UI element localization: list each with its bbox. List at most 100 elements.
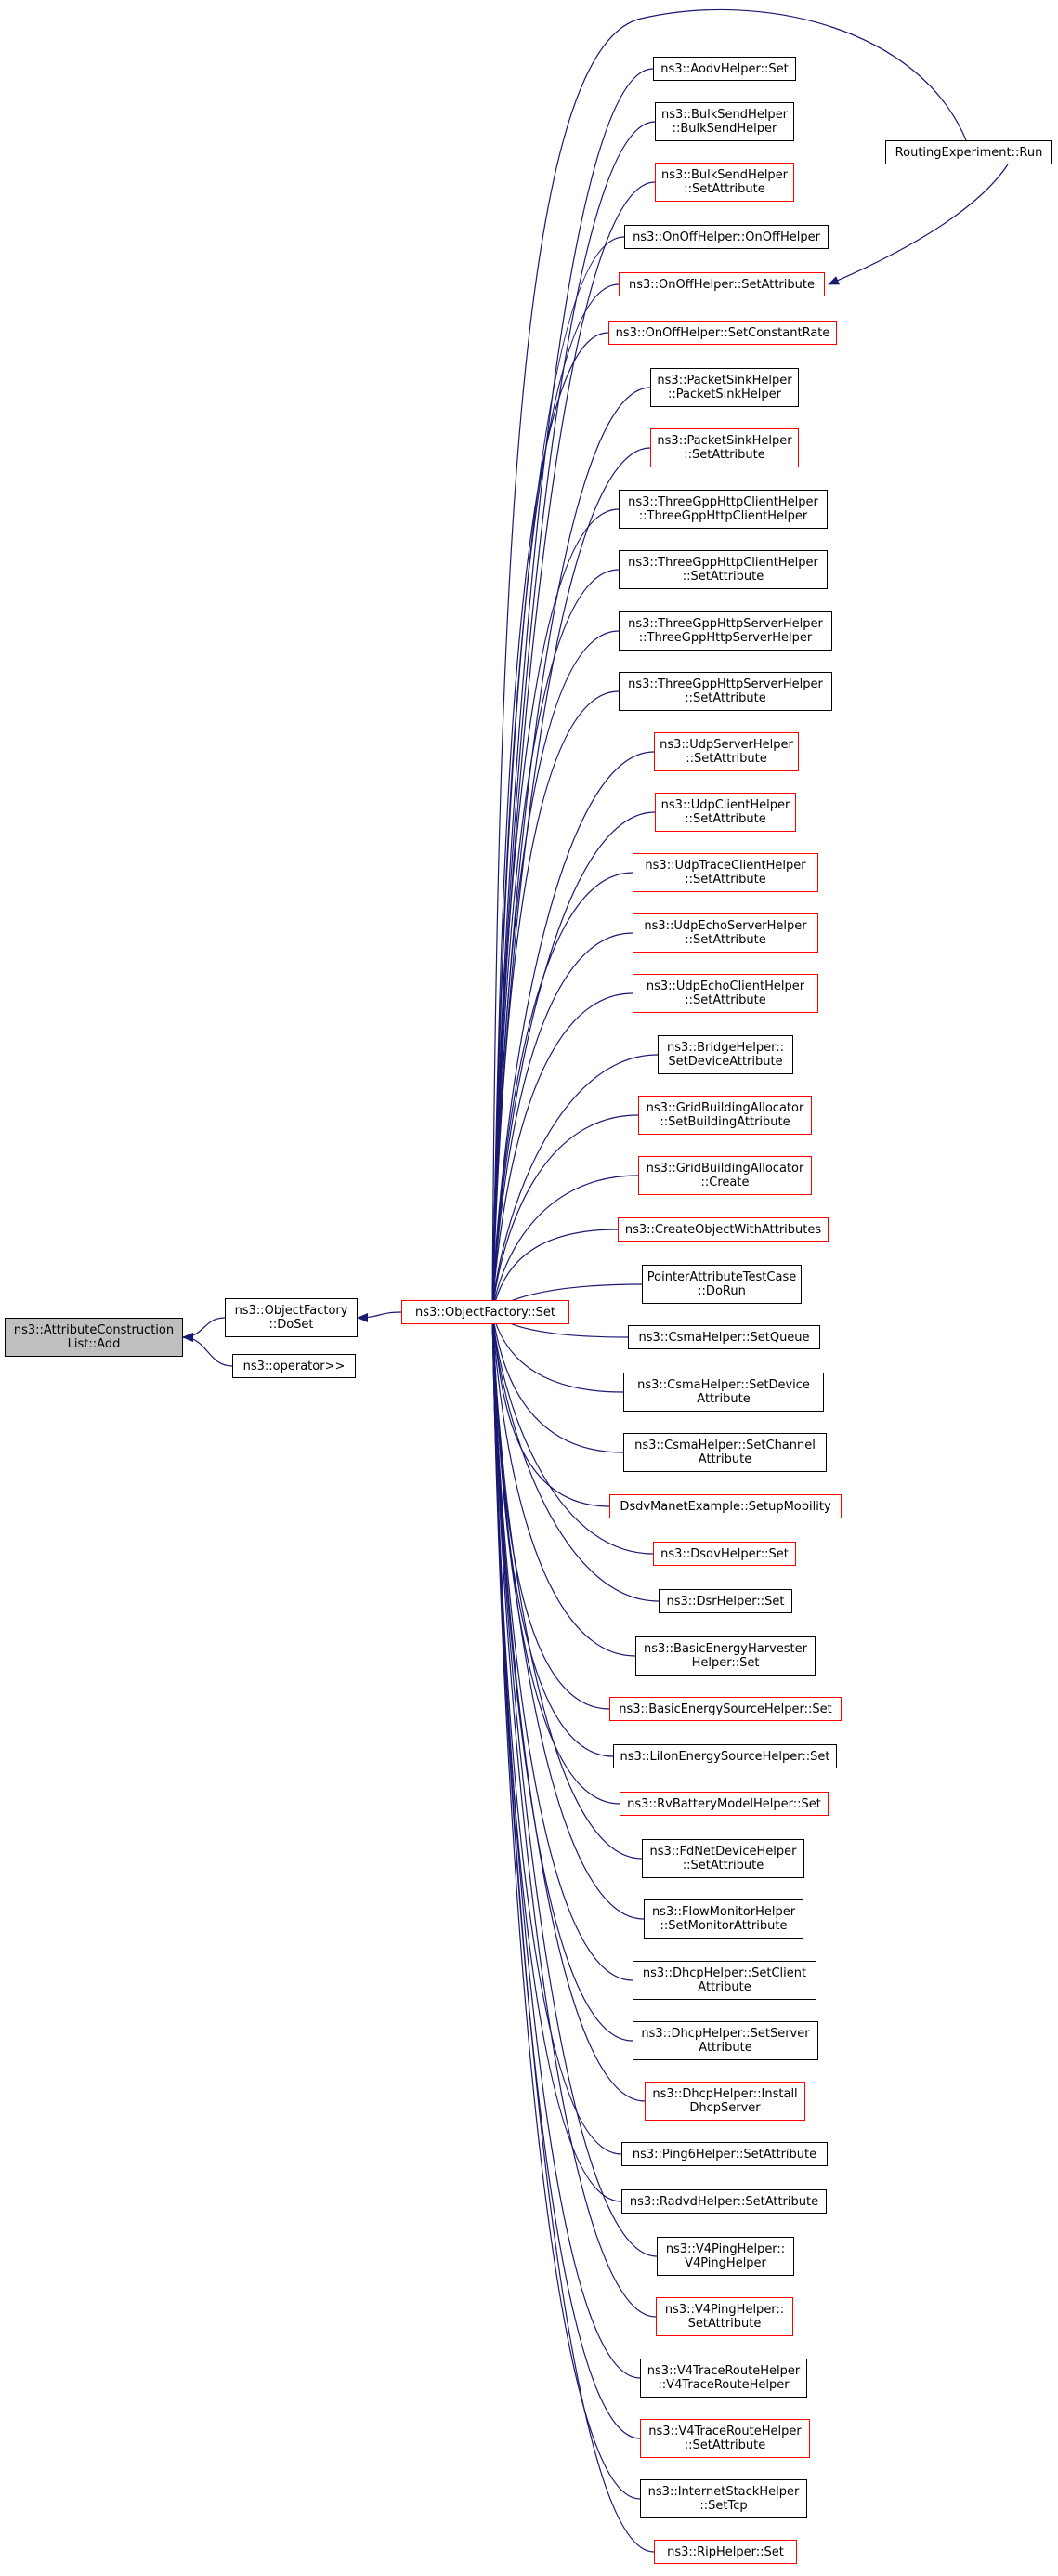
node-label: ::V4TraceRouteHelper [658, 2378, 790, 2392]
node-c44[interactable]: ns3::RipHelper::Set [654, 2540, 797, 2564]
node-label: ::SetMonitorAttribute [660, 1919, 788, 1933]
edge-c2-to-ofset [488, 181, 656, 1313]
node-c32[interactable]: ns3::FdNetDeviceHelper::SetAttribute [642, 1839, 804, 1878]
node-label: ns3::UdpClientHelper [660, 798, 790, 812]
node-label: ns3::OnOffHelper::OnOffHelper [633, 230, 820, 244]
node-c22[interactable]: ns3::CsmaHelper::SetQueue [628, 1325, 820, 1349]
edge-c11-to-ofset [488, 690, 620, 1313]
node-c1[interactable]: ns3::BulkSendHelper::BulkSendHelper [655, 102, 794, 141]
node-label: ns3::RipHelper::Set [667, 2544, 784, 2559]
edge-layer [182, 8, 1009, 2553]
node-label: ns3::UdpTraceClientHelper [645, 859, 806, 873]
edge-c28-to-ofset [488, 1311, 636, 1657]
edge-routing-to-c4 [828, 164, 1009, 285]
node-c11[interactable]: ns3::ThreeGppHttpServerHelper::SetAttrib… [619, 672, 832, 711]
node-c31[interactable]: ns3::RvBatteryModelHelper::Set [620, 1792, 829, 1816]
node-c12[interactable]: ns3::UdpServerHelper::SetAttribute [654, 732, 799, 771]
node-label: ns3::AodvHelper::Set [660, 61, 789, 76]
node-c29[interactable]: ns3::BasicEnergySourceHelper::Set [609, 1697, 842, 1721]
node-label: ::SetAttribute [682, 1859, 764, 1873]
node-label: ns3::UdpServerHelper [660, 738, 793, 752]
node-c9[interactable]: ns3::ThreeGppHttpClientHelper::SetAttrib… [619, 550, 828, 589]
node-c7[interactable]: ns3::PacketSinkHelper::SetAttribute [650, 428, 799, 467]
node-c4[interactable]: ns3::OnOffHelper::SetAttribute [619, 272, 825, 296]
node-c38[interactable]: ns3::RadvdHelper::SetAttribute [621, 2189, 827, 2214]
edge-c43-to-ofset [488, 1311, 641, 2500]
node-label: ns3::BasicEnergySourceHelper::Set [619, 1702, 832, 1716]
node-c17[interactable]: ns3::BridgeHelper::SetDeviceAttribute [658, 1035, 793, 1074]
node-label: ::ThreeGppHttpServerHelper [638, 631, 813, 645]
node-label: ns3::GridBuildingAllocator [646, 1101, 804, 1115]
node-c3[interactable]: ns3::OnOffHelper::OnOffHelper [624, 225, 829, 249]
node-label: ::Create [700, 1176, 750, 1189]
node-label: ns3::LiIonEnergySourceHelper::Set [620, 1749, 830, 1764]
node-label: ns3::OnOffHelper::SetAttribute [629, 277, 815, 292]
node-c18[interactable]: ns3::GridBuildingAllocator::SetBuildingA… [638, 1096, 812, 1135]
node-c13[interactable]: ns3::UdpClientHelper::SetAttribute [655, 793, 796, 832]
node-c25[interactable]: DsdvManetExample::SetupMobility [609, 1494, 842, 1518]
node-c2[interactable]: ns3::BulkSendHelper::SetAttribute [655, 163, 794, 202]
node-c20[interactable]: ns3::CreateObjectWithAttributes [618, 1217, 829, 1242]
node-label: ::SetAttribute [685, 933, 766, 947]
node-label: ns3::PacketSinkHelper [657, 374, 792, 388]
node-c14[interactable]: ns3::UdpTraceClientHelper::SetAttribute [633, 853, 818, 892]
edge-c15-to-ofset [488, 932, 633, 1313]
node-c6[interactable]: ns3::PacketSinkHelper::PacketSinkHelper [650, 368, 799, 407]
node-c27[interactable]: ns3::DsrHelper::Set [659, 1589, 792, 1613]
node-c10[interactable]: ns3::ThreeGppHttpServerHelper::ThreeGppH… [619, 611, 832, 651]
node-label: DhcpServer [689, 2101, 761, 2115]
node-label: Attribute [698, 1980, 751, 1994]
node-label: ns3::ObjectFactory::Set [414, 1305, 556, 1320]
node-label: ns3::BulkSendHelper [660, 168, 789, 182]
node-c19[interactable]: ns3::GridBuildingAllocator::Create [638, 1156, 812, 1195]
node-label: ns3::operator>> [242, 1359, 346, 1373]
node-label: ns3::ThreeGppHttpClientHelper [628, 556, 818, 570]
node-c8[interactable]: ns3::ThreeGppHttpClientHelper::ThreeGppH… [619, 490, 828, 529]
node-c15[interactable]: ns3::UdpEchoServerHelper::SetAttribute [633, 913, 818, 953]
node-label: SetDeviceAttribute [668, 1055, 783, 1069]
node-routing[interactable]: RoutingExperiment::Run [885, 140, 1052, 164]
node-label: ns3::CsmaHelper::SetDevice [637, 1378, 810, 1392]
node-c30[interactable]: ns3::LiIonEnergySourceHelper::Set [613, 1744, 837, 1768]
node-label: ::SetTcp [699, 2499, 748, 2513]
node-c16[interactable]: ns3::UdpEchoClientHelper::SetAttribute [633, 974, 818, 1013]
node-c21[interactable]: PointerAttributeTestCase::DoRun [642, 1265, 802, 1304]
node-label: PointerAttributeTestCase [647, 1270, 797, 1284]
node-c42[interactable]: ns3::V4TraceRouteHelper::SetAttribute [640, 2419, 810, 2458]
node-label: List::Add [67, 1337, 121, 1351]
node-label: ns3::UdpEchoClientHelper [646, 979, 805, 993]
edge-c33-to-ofset [488, 1311, 645, 1920]
node-c33[interactable]: ns3::FlowMonitorHelper::SetMonitorAttrib… [644, 1899, 803, 1939]
node-c26[interactable]: ns3::DsdvHelper::Set [653, 1542, 796, 1566]
node-c39[interactable]: ns3::V4PingHelper::V4PingHelper [657, 2237, 794, 2276]
edge-c16-to-ofset [488, 992, 633, 1313]
edge-c8-to-ofset [488, 508, 620, 1313]
node-label: ns3::FlowMonitorHelper [651, 1905, 796, 1919]
node-c37[interactable]: ns3::Ping6Helper::SetAttribute [621, 2142, 828, 2166]
edge-c29-to-ofset [488, 1311, 610, 1710]
node-doset[interactable]: ns3::ObjectFactory::DoSet [225, 1298, 358, 1337]
node-c0[interactable]: ns3::AodvHelper::Set [653, 57, 796, 81]
node-label: ns3::ThreeGppHttpServerHelper [628, 617, 823, 631]
node-label: ns3::BulkSendHelper [660, 108, 789, 122]
node-c41[interactable]: ns3::V4TraceRouteHelper::V4TraceRouteHel… [640, 2359, 807, 2398]
node-opin[interactable]: ns3::operator>> [232, 1354, 356, 1378]
node-c43[interactable]: ns3::InternetStackHelper::SetTcp [640, 2479, 807, 2518]
edge-c39-to-ofset [488, 1311, 658, 2257]
node-c40[interactable]: ns3::V4PingHelper::SetAttribute [656, 2297, 793, 2336]
node-label: ns3::ThreeGppHttpClientHelper [628, 495, 818, 509]
edge-routing-to-ofset [488, 8, 967, 1313]
edge-ofset-to-doset [357, 1311, 402, 1322]
node-label: ns3::DsrHelper::Set [666, 1594, 785, 1609]
node-c5[interactable]: ns3::OnOffHelper::SetConstantRate [608, 321, 837, 345]
node-ofset[interactable]: ns3::ObjectFactory::Set [401, 1300, 569, 1324]
node-label: ns3::V4PingHelper:: [665, 2242, 786, 2256]
